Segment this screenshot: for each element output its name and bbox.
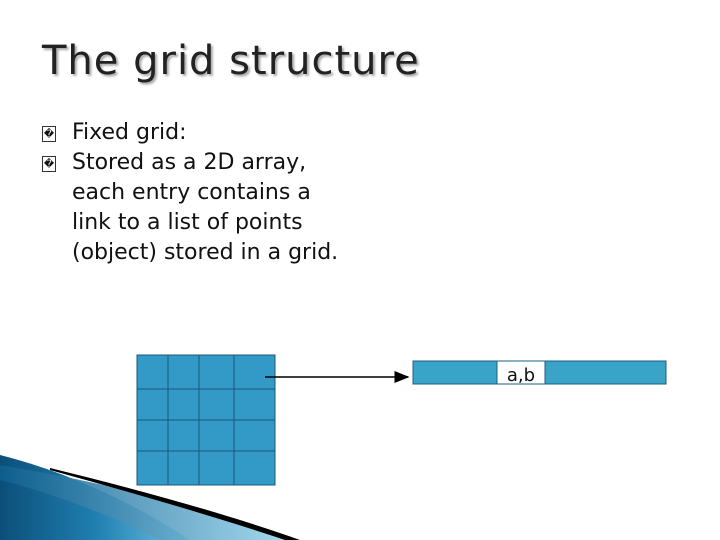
grid-cell [233,419,276,452]
grid-cell [198,354,235,390]
grid-cell [167,419,200,452]
grid-cell [198,388,235,421]
grid-cell [233,388,276,421]
wave-light-shape [0,465,300,540]
bullet-line: each entry contains a [72,180,311,205]
grid-cell [167,354,200,390]
grid-cell [167,450,200,486]
bullet-box-icon: � [42,126,56,142]
grid-cell [198,419,235,452]
grid-cell [198,450,235,486]
grid-cell [136,354,169,390]
grid-cell [136,450,169,486]
grid-cell [136,419,169,452]
grid-cell [136,388,169,421]
grid-cell [233,450,276,486]
page-title: The grid structure [42,38,420,84]
point-list-entry-box [496,360,546,385]
bullet-line: Fixed grid: [72,120,187,145]
bullet-line: Stored as a 2D array, [72,150,307,175]
bullet-box-icon: � [42,156,56,172]
bullet-line: (object) stored in a grid. [72,240,339,265]
bullet-item: � Fixed grid: [42,118,422,148]
bullet-item: � Stored as a 2D array, each entry conta… [42,148,422,268]
point-list-entry-label: a,b [507,365,535,386]
grid-cell [167,388,200,421]
grid-2d-array [136,354,276,486]
bullet-list: � Fixed grid: � Stored as a 2D array, ea… [42,118,422,268]
grid-cell [233,354,276,390]
black-swoosh [50,468,300,540]
bullet-line: link to a list of points [72,210,303,235]
